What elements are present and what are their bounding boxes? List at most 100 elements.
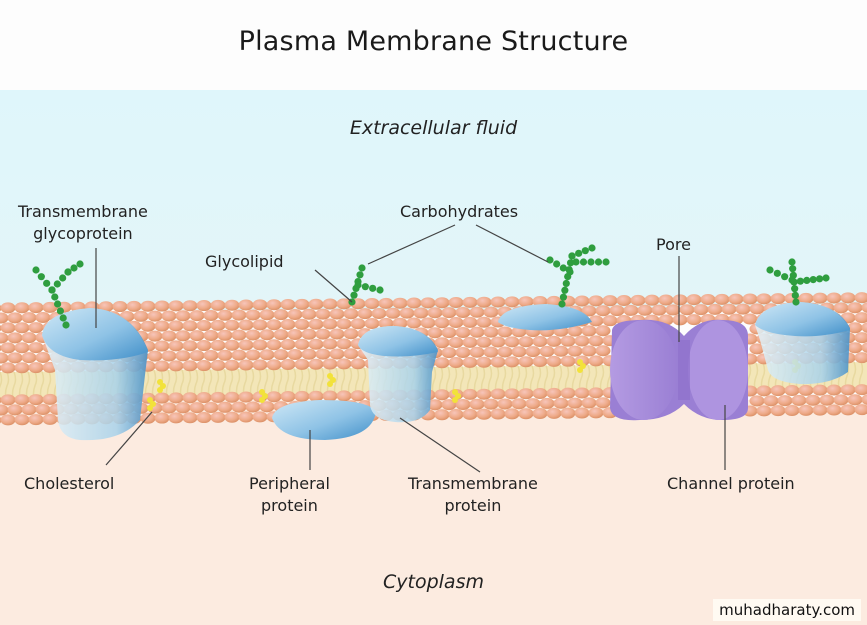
phospholipid-head [294,338,310,350]
phospholipid-head [154,360,170,372]
phospholipid-head [546,295,562,307]
phospholipid-head [497,346,513,358]
phospholipid-head [182,320,198,332]
carbohydrate-chain [546,244,610,308]
phospholipid-head [266,391,282,403]
label-line-1: Transmembrane [18,202,148,221]
phospholipid-head [735,303,751,315]
phospholipid-head [7,404,23,416]
phospholipid-head [392,297,408,309]
phospholipid-head [693,304,709,316]
phospholipid-head [609,305,625,317]
phospholipid-head [588,295,604,307]
phospholipid-head [308,390,324,402]
phospholipid-head [434,409,450,421]
sugar-bead [54,300,62,308]
phospholipid-head [826,292,842,304]
phospholipid-head [217,401,233,413]
phospholipid-head [665,304,681,316]
phospholipid-head [238,319,254,331]
phospholipid-head [658,294,674,306]
phospholipid-head [448,297,464,309]
phospholipid-head [651,304,667,316]
phospholipid-head [588,407,604,419]
sugar-bead [59,274,67,282]
phospholipid-head [322,338,338,350]
phospholipid-head [749,303,765,315]
peripheral-protein [272,400,376,440]
label-line-1: Transmembrane [408,474,538,493]
sugar-bead [792,298,800,306]
phospholipid-head [168,392,184,404]
phospholipid-head [350,318,366,330]
phospholipid-head [343,308,359,320]
phospholipid-head [427,399,443,411]
sugar-bead [553,260,561,268]
phospholipid-head [756,385,772,397]
phospholipid-head [861,322,867,333]
phospholipid-head [0,332,9,344]
phospholipid-head [322,318,338,330]
sugar-bead [376,286,384,294]
sugar-bead [766,266,774,274]
phospholipid-head [294,358,310,370]
phospholipid-head [35,351,51,363]
phospholipid-head [742,313,758,325]
phospholipid-head [413,307,429,319]
phospholipid-head [420,297,436,309]
line-transmembrane [399,417,481,473]
phospholipid-head [308,318,324,330]
phospholipid-head [490,296,506,308]
cytoplasm-label: Cytoplasm [383,571,484,593]
phospholipid-head [259,401,275,413]
phospholipid-head [154,412,170,424]
phospholipid-head [378,297,394,309]
phospholipid-head [364,298,380,310]
phospholipid-head [280,339,296,351]
phospholipid-head [301,348,317,360]
phospholipid-head [21,352,37,364]
phospholipid-head [476,408,492,420]
sugar-bead [546,256,554,264]
phospholipid-head [385,307,401,319]
sugar-bead [51,293,59,301]
phospholipid-head [322,390,338,402]
phospholipid-head [532,356,548,368]
label-line-1: Peripheral [249,474,330,493]
phospholipid-head [140,300,156,312]
phospholipid-head [259,309,275,321]
sugar-bead [594,258,603,266]
phospholipid-head [343,348,359,360]
phospholipid-head [399,307,415,319]
phospholipid-head [273,349,289,361]
phospholipid-head [567,325,583,337]
sugar-bead [822,274,830,282]
sugar-bead [70,264,78,272]
phospholipid-head [595,305,611,317]
phospholipid-head [196,300,212,312]
phospholipid-head [182,392,198,404]
phospholipid-head [0,404,9,416]
phospholipid-head [14,302,30,314]
phospholipid-head [847,342,863,354]
phospholipid-head [371,307,387,319]
phospholipid-head [511,398,527,410]
phospholipid-head [826,384,842,396]
phospholipid-head [238,411,254,423]
sugar-bead [76,260,84,268]
phospholipid-head [189,330,205,342]
sugar-bead [48,286,56,294]
phospholipid-head [462,356,478,368]
phospholipid-head [476,316,492,328]
phospholipid-head [196,360,212,372]
sugar-bead [356,271,364,279]
sugar-bead [809,276,817,284]
carbohydrate-chain [766,258,830,306]
sugar-bead [43,279,51,287]
phospholipid-head [532,388,548,400]
phospholipid-head [826,404,842,416]
phospholipid-head [812,384,828,396]
phospholipid-head [42,393,58,405]
phospholipid-head [14,414,30,426]
sugar-bead [53,280,61,288]
